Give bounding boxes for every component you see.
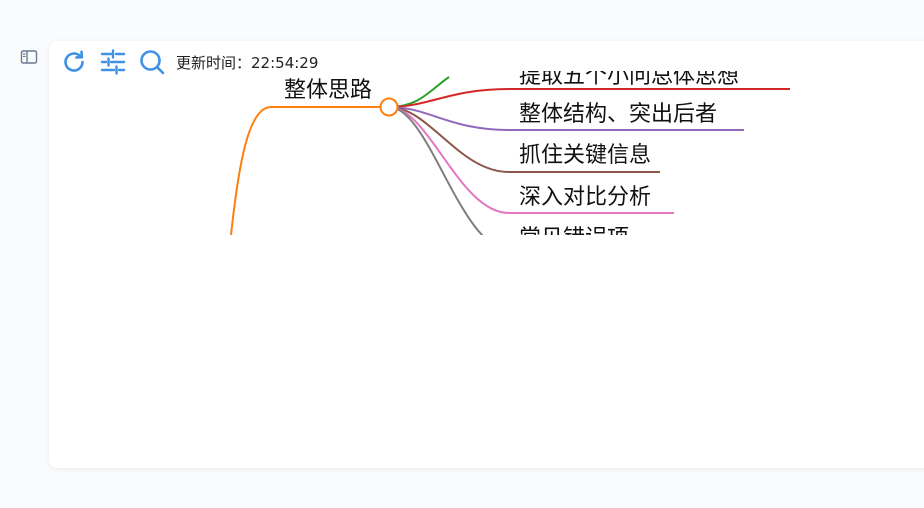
sidebar-icon[interactable] — [20, 49, 38, 65]
branch-child-1 — [388, 88, 790, 108]
search-button[interactable] — [137, 47, 167, 77]
settings-sliders-icon — [100, 49, 126, 75]
child-node-label[interactable]: 常见错误项 — [519, 226, 629, 251]
child-node-label[interactable]: 抓住关键信息 — [519, 143, 651, 168]
search-icon — [140, 50, 165, 75]
mindmap-canvas[interactable]: 整体思路 提取五个小问总体思想 整体结构、突出后者 抓住关键信息 深入对比分析 … — [49, 41, 924, 468]
mindmap-card: 更新时间：22:54:29 整体思路 提取五个小问总 — [49, 41, 924, 468]
branch-child-4 — [388, 106, 674, 214]
settings-button[interactable] — [98, 47, 128, 77]
branch-child-5 — [388, 106, 484, 235]
branch-child-2 — [388, 106, 744, 131]
update-time-label: 更新时间： — [176, 53, 252, 72]
child-node-label[interactable]: 深入对比分析 — [519, 185, 651, 210]
child-node-label[interactable]: 提取五个小问总体思想 — [519, 64, 739, 89]
branch-root — [230, 106, 389, 235]
update-time-value: 22:54:29 — [251, 53, 319, 72]
refresh-button[interactable] — [59, 47, 89, 77]
child-node-label[interactable]: 整体结构、突出后者 — [519, 102, 717, 127]
branch-top-green — [388, 76, 450, 108]
branch-child-3 — [388, 106, 660, 173]
update-time: 更新时间：22:54:29 — [176, 52, 318, 73]
parent-node-label[interactable]: 整体思路 — [284, 78, 372, 103]
node-collapse-handle[interactable] — [379, 97, 399, 117]
toolbar: 更新时间：22:54:29 — [59, 47, 318, 77]
refresh-icon — [64, 50, 84, 72]
